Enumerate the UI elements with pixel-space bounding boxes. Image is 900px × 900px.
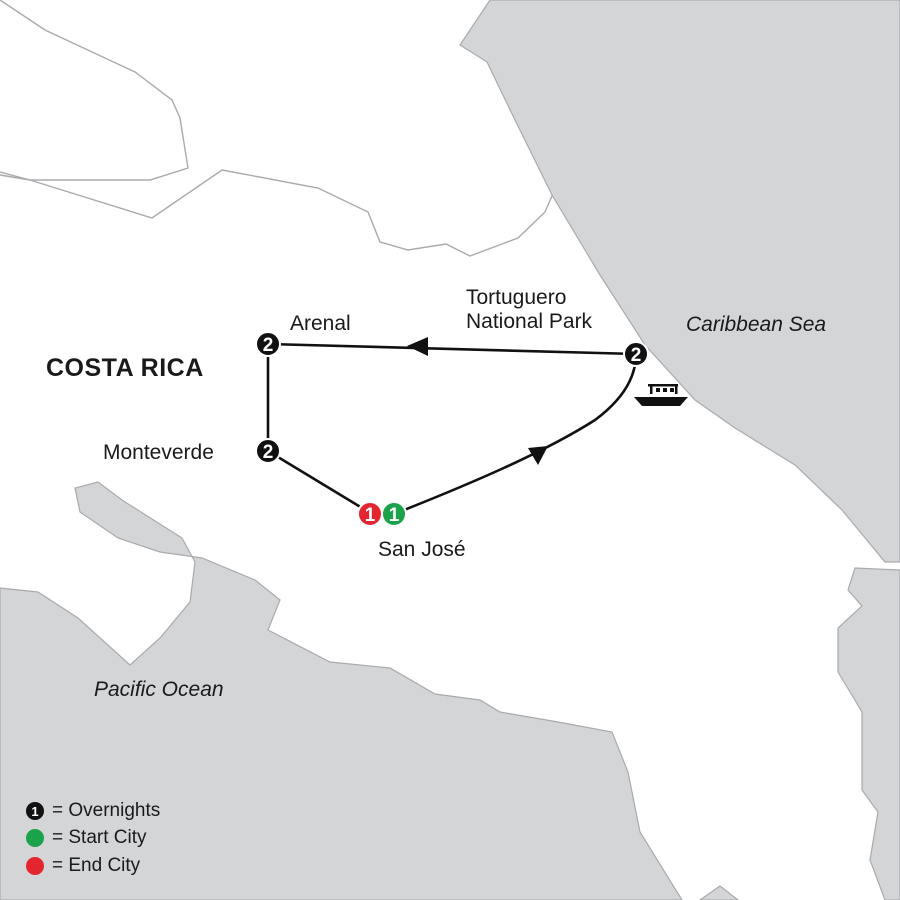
legend-end: = End City — [26, 854, 140, 878]
legend-start-label: = Start City — [52, 827, 147, 848]
marker-san-jose-start-nights: 1 — [389, 505, 400, 526]
marker-san-jose-end-nights: 1 — [365, 505, 376, 526]
label-arenal: Arenal — [290, 312, 351, 335]
south-sea-fragment — [698, 885, 739, 900]
marker-monteverde[interactable]: 2 — [255, 438, 281, 464]
direction-arrow-northeast — [528, 446, 548, 465]
country-label: COSTA RICA — [46, 354, 204, 382]
route-segment-monteverde-sanjose — [267, 449, 373, 516]
legend-start: = Start City — [26, 826, 147, 850]
marker-arenal-nights: 2 — [263, 335, 274, 356]
border-line-north — [0, 169, 553, 257]
caribbean-sea-area — [459, 0, 900, 563]
label-monteverde: Monteverde — [103, 441, 214, 464]
legend-end-dot — [26, 857, 44, 875]
border-line-nw — [0, 0, 189, 181]
marker-tortuguero[interactable]: 2 — [623, 341, 649, 367]
southeast-sea-area — [837, 567, 900, 900]
label-san-jose: San José — [378, 538, 466, 561]
marker-san-jose-start[interactable]: 1 — [381, 501, 407, 527]
legend-end-label: = End City — [52, 855, 141, 876]
pacific-ocean-area — [0, 481, 683, 900]
legend-start-dot — [26, 829, 44, 847]
route-segment-sanjose-tortuguero — [393, 353, 638, 516]
legend-overnights: 1 = Overnights — [26, 799, 160, 823]
marker-san-jose-end[interactable]: 1 — [357, 501, 383, 527]
route-segment-tortuguero-arenal — [267, 342, 637, 356]
direction-arrow-west — [407, 337, 428, 356]
legend-overnights-marker: 1 — [26, 802, 44, 820]
label-pacific-ocean: Pacific Ocean — [94, 678, 224, 701]
route — [266, 337, 638, 516]
boat-icon — [634, 384, 688, 406]
legend-overnights-label: = Overnights — [52, 800, 161, 821]
marker-tortuguero-nights: 2 — [631, 345, 642, 366]
marker-monteverde-nights: 2 — [263, 442, 274, 463]
label-tortuguero: Tortuguero National Park — [466, 286, 593, 334]
label-caribbean-sea: Caribbean Sea — [686, 313, 827, 336]
marker-arenal[interactable]: 2 — [255, 331, 281, 357]
